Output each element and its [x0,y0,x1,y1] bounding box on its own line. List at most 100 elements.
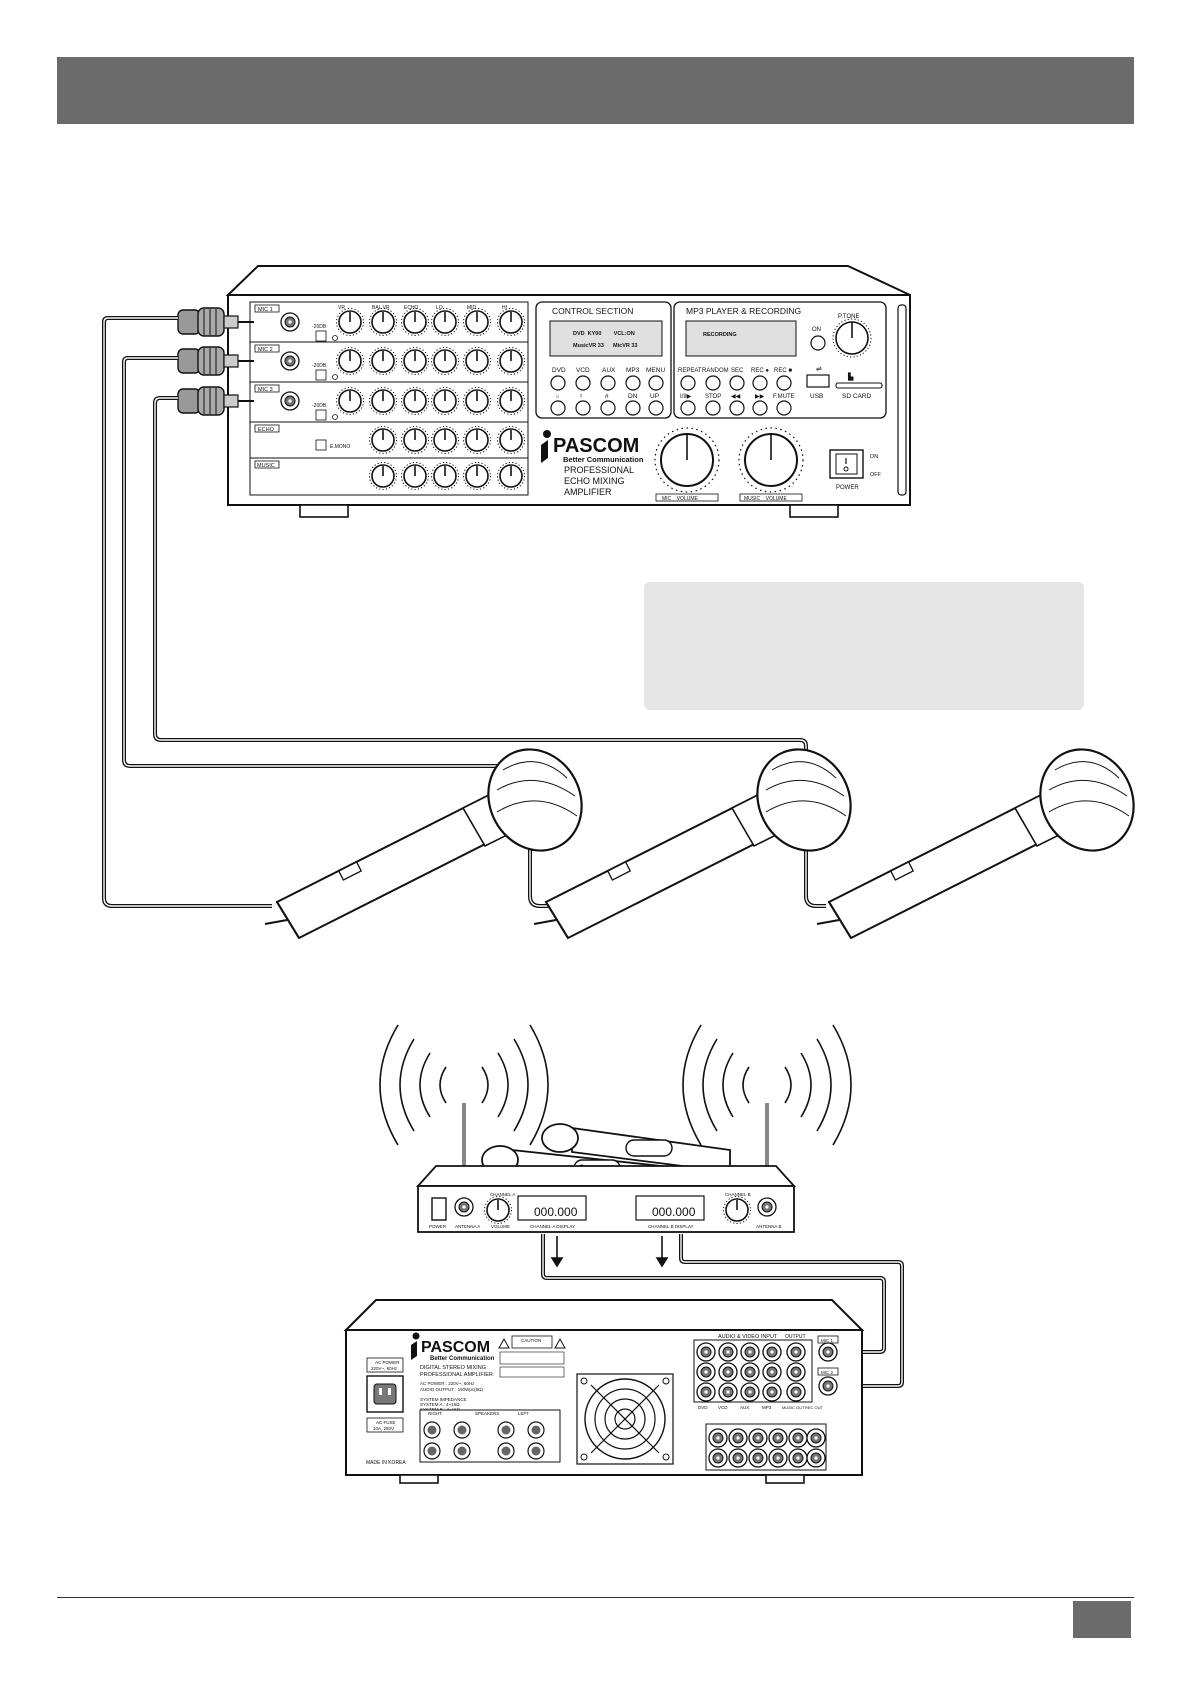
amplifier-front-panel: MIC 1 -20DB VR BAL VR ECHO LO MID HI MIC… [177,265,911,518]
display-b-value: 000.000 [652,1205,696,1219]
receiver-power-switch[interactable] [431,1197,447,1221]
rca-jack[interactable] [728,1448,748,1468]
emono-switch[interactable] [315,439,327,451]
natural-button[interactable] [575,400,591,416]
menu-button[interactable] [648,375,664,391]
channel-b-label: CHANNEL B [725,1192,751,1197]
usb-port[interactable] [806,374,830,388]
rca-jack[interactable] [718,1362,738,1382]
rca-jack[interactable] [740,1362,760,1382]
signal-arrows [550,1236,669,1268]
stop-button[interactable] [705,400,721,416]
product-name-line: AMPLIFIER [564,487,612,497]
rca-jack[interactable] [762,1382,782,1402]
sec-button[interactable] [729,375,745,391]
rca-jack[interactable] [740,1382,760,1402]
speaker-terminal[interactable] [453,1442,471,1460]
speaker-terminal[interactable] [497,1421,515,1439]
speaker-terminal[interactable] [423,1421,441,1439]
front-branding: PASCOM Better Communication PROFESSIONAL… [541,427,882,502]
display-b-caption: CHANNEL B DISPLAY [648,1224,694,1229]
rca-jack[interactable] [806,1428,826,1448]
rec-stop-button[interactable] [776,375,792,391]
speaker-terminal[interactable] [453,1421,471,1439]
speaker-terminal[interactable] [497,1442,515,1460]
channel-label: MIC 3 [258,387,273,393]
rca-jack[interactable] [748,1428,768,1448]
repeat-button[interactable] [680,375,696,391]
down-button[interactable] [625,400,641,416]
rewind-button[interactable] [729,400,745,416]
channel-b-display [635,1195,705,1221]
mic3-input-jack[interactable] [280,391,300,411]
rca-jack[interactable] [748,1448,768,1468]
rca-jack[interactable] [788,1448,808,1468]
input-label: VCD [718,1405,728,1410]
aux-button[interactable] [600,375,616,391]
speaker-terminal[interactable] [527,1421,545,1439]
ac-fuse-label: AC FUSE [376,1420,396,1425]
handheld-microphone-3 [815,731,1153,940]
button-label: SEC [731,368,744,374]
rca-jack[interactable] [762,1342,782,1362]
speaker-terminal[interactable] [423,1442,441,1460]
rca-jack[interactable] [740,1342,760,1362]
music-strip: MUSIC [249,457,529,496]
mp3-button[interactable] [625,375,641,391]
up-button[interactable] [648,400,664,416]
rca-jack[interactable] [696,1342,716,1362]
vcd-button[interactable] [575,375,591,391]
rca-jack[interactable] [718,1382,738,1402]
rca-jack[interactable] [728,1428,748,1448]
rear-brand-logo: PASCOM [421,1339,490,1356]
mic1-rear-jack[interactable] [818,1342,838,1362]
volume-label: VOLUME [491,1224,510,1229]
rca-jack[interactable] [786,1362,806,1382]
pad-switch[interactable] [315,409,327,421]
rca-jack[interactable] [786,1382,806,1402]
sd-card-slot[interactable] [835,382,883,389]
ptone-on-button[interactable] [810,335,826,351]
flat-button[interactable] [550,400,566,416]
ac-power-value: 220V~, 60Hz [371,1366,398,1371]
rca-jack[interactable] [768,1428,788,1448]
knob-label: MID [467,305,477,311]
rca-jack[interactable] [708,1428,728,1448]
mic1-input-jack[interactable] [280,312,300,332]
play-pause-button[interactable] [680,400,696,416]
rca-jack[interactable] [696,1382,716,1402]
rca-jack[interactable] [718,1342,738,1362]
rca-jack[interactable] [806,1448,826,1468]
rca-jack[interactable] [788,1428,808,1448]
rca-jack[interactable] [786,1342,806,1362]
rca-jack[interactable] [762,1362,782,1382]
power-on-label: ON [870,454,878,460]
logo-dot-icon [543,430,551,438]
rca-jack[interactable] [696,1362,716,1382]
usb-icon: ⇌ [816,366,822,373]
mic2-input-jack[interactable] [280,351,300,371]
speakers-left-label: LEFT [518,1411,529,1416]
pad-switch[interactable] [315,369,327,381]
peak-led [332,374,338,380]
rca-jack[interactable] [708,1448,728,1468]
forward-button[interactable] [752,400,768,416]
display-a-value: 000.000 [534,1205,578,1219]
random-button[interactable] [705,375,721,391]
mic2-rear-jack[interactable] [818,1376,838,1396]
control-section-title: CONTROL SECTION [552,306,633,316]
mic-volume-label: MIC VOLUME [662,496,699,502]
pad-switch[interactable] [315,330,327,342]
front-brand-logo: PASCOM [553,435,639,457]
made-in-label: MADE IN KOREA [366,1460,406,1466]
rec-start-button[interactable] [752,375,768,391]
sharp-button[interactable] [600,400,616,416]
rca-jack[interactable] [768,1448,788,1468]
music-volume-label: MUSIC VOLUME [744,496,787,502]
dvd-button[interactable] [550,375,566,391]
button-label: # [605,393,609,400]
antenna-b-label: ANTENNA B [756,1224,782,1229]
fmute-button[interactable] [776,400,792,416]
speaker-terminal[interactable] [527,1442,545,1460]
